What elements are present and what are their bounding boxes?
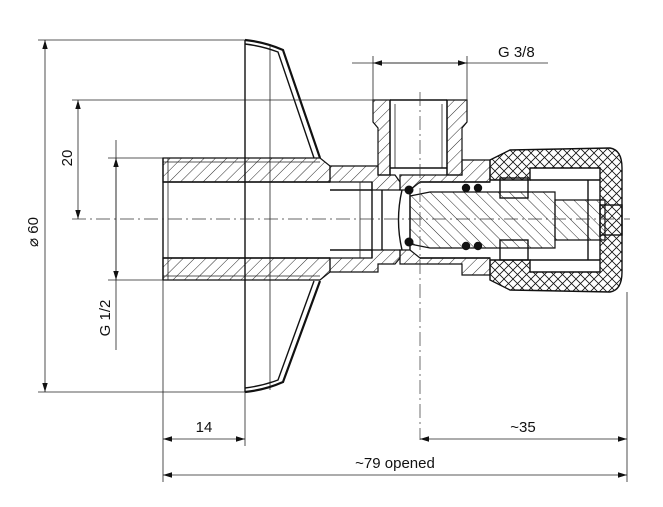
knurled-handle	[489, 147, 623, 293]
o-ring-seals	[404, 183, 483, 251]
dimension-label-diameter: ⌀ 60	[25, 217, 42, 247]
dimension-label-inlet-thread: G 1/2	[97, 300, 114, 337]
dimension-outlet-thread: G 3/8	[352, 44, 548, 100]
dimension-label-offset: 20	[59, 150, 76, 167]
dimension-label-thread-length: 14	[196, 419, 213, 436]
outlet-branch	[372, 99, 468, 176]
dimension-label-handle-length: ~35	[510, 419, 535, 436]
valve-housing	[399, 159, 491, 276]
dimension-overall-length: ~79 opened	[163, 455, 627, 478]
center-lines	[72, 92, 630, 440]
rosette-cover	[244, 38, 322, 394]
dimension-label-overall-length: ~79 opened	[355, 455, 435, 472]
valve-spindle	[397, 177, 606, 261]
valve-body	[329, 165, 401, 273]
dimension-label-outlet-thread: G 3/8	[498, 44, 535, 61]
dimension-inlet-thread: G 1/2	[97, 140, 163, 350]
inlet-threaded-pipe	[162, 157, 331, 281]
dimension-thread-length: 14	[162, 280, 246, 482]
dimension-handle-length: ~35	[420, 292, 628, 482]
dimension-rosette-diameter: ⌀ 60	[25, 39, 245, 393]
dimension-center-offset: 20	[59, 99, 390, 219]
